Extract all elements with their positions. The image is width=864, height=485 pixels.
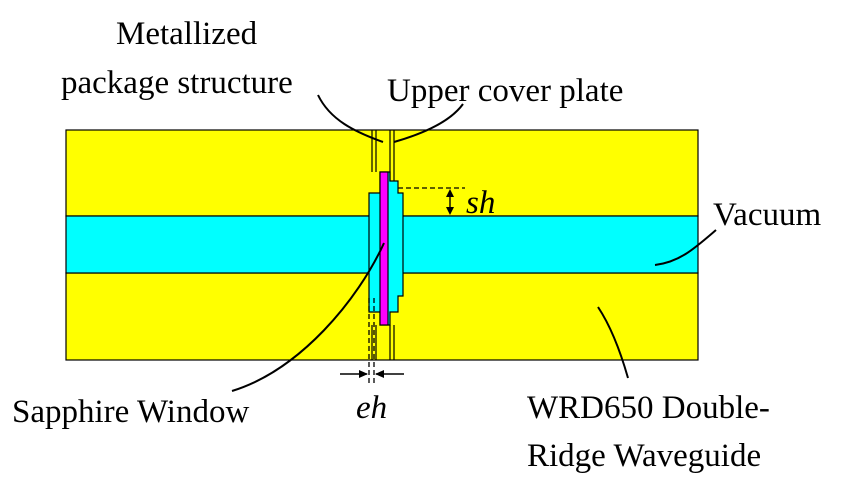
label-vacuum: Vacuum	[713, 197, 821, 233]
sapphire-leader	[231, 242, 385, 392]
label-upper-cover: Upper cover plate	[387, 73, 623, 109]
package-structure-walls	[371, 130, 395, 360]
label-dim-sh: sh	[466, 185, 495, 221]
eh-dimension	[340, 298, 404, 384]
sapphire-window	[379, 171, 389, 326]
waveguide-leader	[597, 306, 629, 379]
label-waveguide-line2: Ridge Waveguide	[527, 438, 761, 474]
upper-cover-leader	[393, 103, 464, 143]
label-dim-eh: eh	[356, 390, 387, 426]
vacuum-leader	[654, 229, 717, 266]
label-package-line2: package structure	[61, 65, 293, 101]
label-package-line1: Metallized	[116, 16, 258, 52]
package-leader	[317, 94, 384, 143]
label-waveguide-line1: WRD650 Double-	[527, 390, 770, 426]
sh-dimension	[398, 187, 465, 215]
label-sapphire: Sapphire Window	[12, 394, 249, 430]
